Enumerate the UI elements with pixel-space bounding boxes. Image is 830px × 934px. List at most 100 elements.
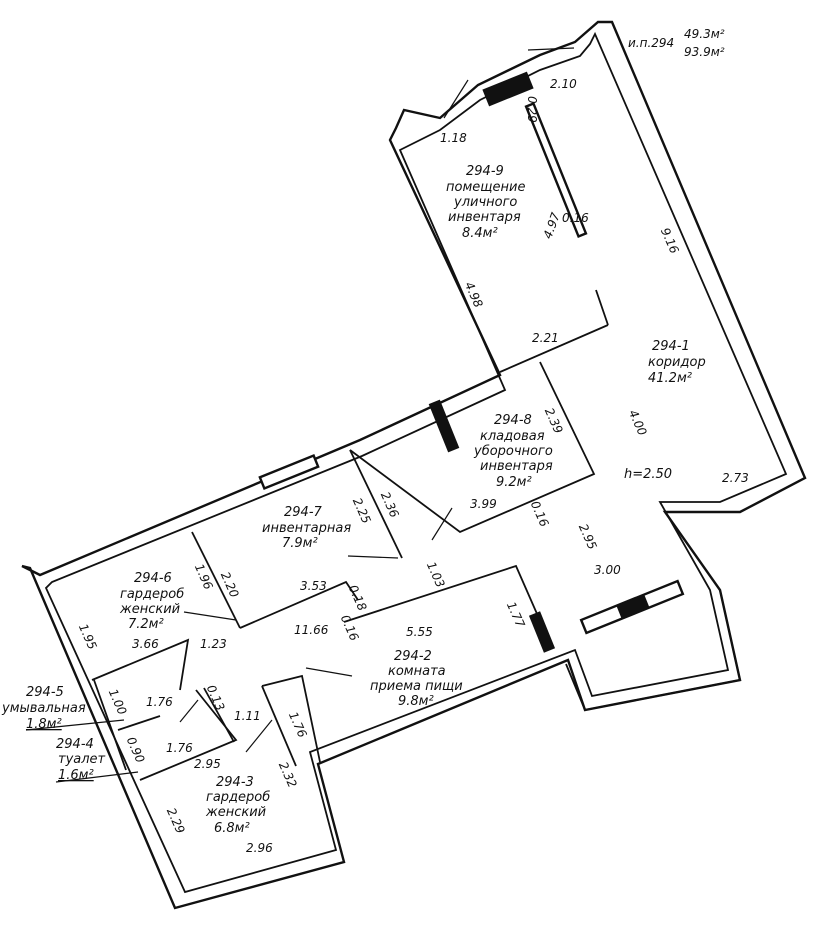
room-area: 9.2м² xyxy=(496,475,532,490)
leader-3 xyxy=(245,719,273,753)
dim-label: 1.23 xyxy=(200,637,227,651)
room-294-6: 294-6 гардероб женский 7.2м² xyxy=(119,571,184,632)
outer-wall-outline xyxy=(21,20,807,910)
room-area: 1.6м² xyxy=(58,768,94,783)
entry-marker-left xyxy=(443,79,469,119)
dim-label: 3.53 xyxy=(300,579,327,593)
wall-3-right xyxy=(261,674,321,763)
room-294-8: 294-8 кладовая уборочного инвентаря 9.2м… xyxy=(473,413,553,490)
dim-label: 5.55 xyxy=(406,625,433,639)
dim-label: 3.99 xyxy=(470,497,497,511)
room-294-7: 294-7 инвентарная 7.9м² xyxy=(262,505,351,551)
header-area-main: 49.3м² xyxy=(684,27,725,41)
dim-label: 2.73 xyxy=(722,471,749,485)
leader-294-5 xyxy=(25,719,125,731)
dim-label: 1.76 xyxy=(166,741,193,755)
room-name-line: помещение xyxy=(446,180,525,195)
leader-5a xyxy=(179,699,199,723)
wall-8 xyxy=(349,361,596,534)
dim-label: 0.29 xyxy=(525,96,539,123)
header-area-total: 93.9м² xyxy=(684,45,725,59)
room-name-line: туалет xyxy=(58,752,106,767)
room-labels: 294-9 помещение уличного инвентаря 8.4м²… xyxy=(1,164,706,836)
room-294-1: 294-1 коридор 41.2м² h=2.50 xyxy=(624,339,706,482)
dim-label: 1.76 xyxy=(146,695,173,709)
dim-label: 2.96 xyxy=(246,841,273,855)
wall-4 xyxy=(139,689,238,781)
room-294-5: 294-5 умывальная 1.8м² xyxy=(1,685,86,732)
ceiling-height: h=2.50 xyxy=(624,467,672,482)
leader-6 xyxy=(183,611,237,621)
room-id: 294-3 xyxy=(216,775,254,790)
room-area: 41.2м² xyxy=(648,371,692,386)
room-name-line: умывальная xyxy=(1,701,86,716)
entry-marker-top xyxy=(527,47,575,51)
room-name-line: гардероб xyxy=(206,790,270,805)
dim-label: 11.66 xyxy=(294,623,329,637)
room-area: 9.8м² xyxy=(398,694,434,709)
wall-7-left xyxy=(191,531,241,629)
wall-4-inner xyxy=(203,687,235,743)
room-area: 7.2м² xyxy=(128,617,164,632)
room-name-line: инвентаря xyxy=(480,459,553,474)
wall-7-bottom xyxy=(239,580,359,629)
partition-9-inner xyxy=(524,102,588,238)
leader-8 xyxy=(431,507,453,541)
room-area: 7.9м² xyxy=(282,536,318,551)
dim-label: 3.66 xyxy=(132,637,159,651)
room-name-line: инвентаря xyxy=(448,210,521,225)
balcony xyxy=(565,589,742,712)
dim-label: 2.95 xyxy=(194,757,221,771)
room-area: 8.4м² xyxy=(462,226,498,241)
inner-wall-outline xyxy=(44,31,788,894)
room-name-line: гардероб xyxy=(120,587,184,602)
room-name-line: женский xyxy=(205,805,266,820)
dim-label: 1.18 xyxy=(440,131,467,145)
room-id: 294-2 xyxy=(394,649,432,664)
column-2-right xyxy=(528,611,556,653)
room-id: 294-6 xyxy=(134,571,172,586)
room-name-line: женский xyxy=(119,602,180,617)
dim-label: 3.00 xyxy=(594,563,621,577)
wall-9-right-stub xyxy=(595,289,609,326)
room-id: 294-8 xyxy=(494,413,532,428)
room-id: 294-9 xyxy=(466,164,504,179)
room-name-line: уборочного xyxy=(473,444,553,459)
room-name-line: коридор xyxy=(648,355,706,370)
dim-label: 2.21 xyxy=(532,331,559,345)
room-294-9: 294-9 помещение уличного инвентаря 8.4м² xyxy=(446,164,525,241)
wall-9-bottom xyxy=(499,324,609,373)
column-top xyxy=(482,71,534,107)
room-294-4: 294-4 туалет 1.6м² xyxy=(56,737,106,783)
dim-label: 0.16 xyxy=(562,211,589,225)
leader-2 xyxy=(305,667,353,677)
header-code: и.п.294 xyxy=(628,36,674,50)
room-name-line: комната xyxy=(388,664,446,679)
room-id: 294-1 xyxy=(652,339,690,354)
room-294-2: 294-2 комната приема пищи 9.8м² xyxy=(370,649,463,709)
room-name-line: уличного xyxy=(453,195,517,210)
dim-label: 2.10 xyxy=(550,77,577,91)
room-id: 294-5 xyxy=(26,685,64,700)
window-mullion xyxy=(616,594,650,619)
wall-5-left xyxy=(93,679,127,771)
outer-walls xyxy=(21,20,807,910)
room-id: 294-7 xyxy=(284,505,323,520)
room-id: 294-4 xyxy=(56,737,94,752)
wall-5-bottom xyxy=(117,715,161,731)
wall-8-left xyxy=(349,449,403,559)
wall-6-bottom xyxy=(91,638,190,691)
room-name-line: кладовая xyxy=(480,429,545,444)
room-294-3: 294-3 гардероб женский 6.8м² xyxy=(205,775,270,836)
leader-7 xyxy=(347,555,399,559)
room-area: 6.8м² xyxy=(214,821,250,836)
header: и.п.294 49.3м² 93.9м² xyxy=(628,27,725,59)
window-top-left xyxy=(258,454,320,490)
column-8 xyxy=(428,399,460,453)
room-area: 1.8м² xyxy=(26,717,62,732)
partitions xyxy=(25,47,742,783)
room-name-line: приема пищи xyxy=(370,679,463,694)
room-name-line: инвентарная xyxy=(262,521,351,536)
leader-294-4 xyxy=(55,771,139,783)
